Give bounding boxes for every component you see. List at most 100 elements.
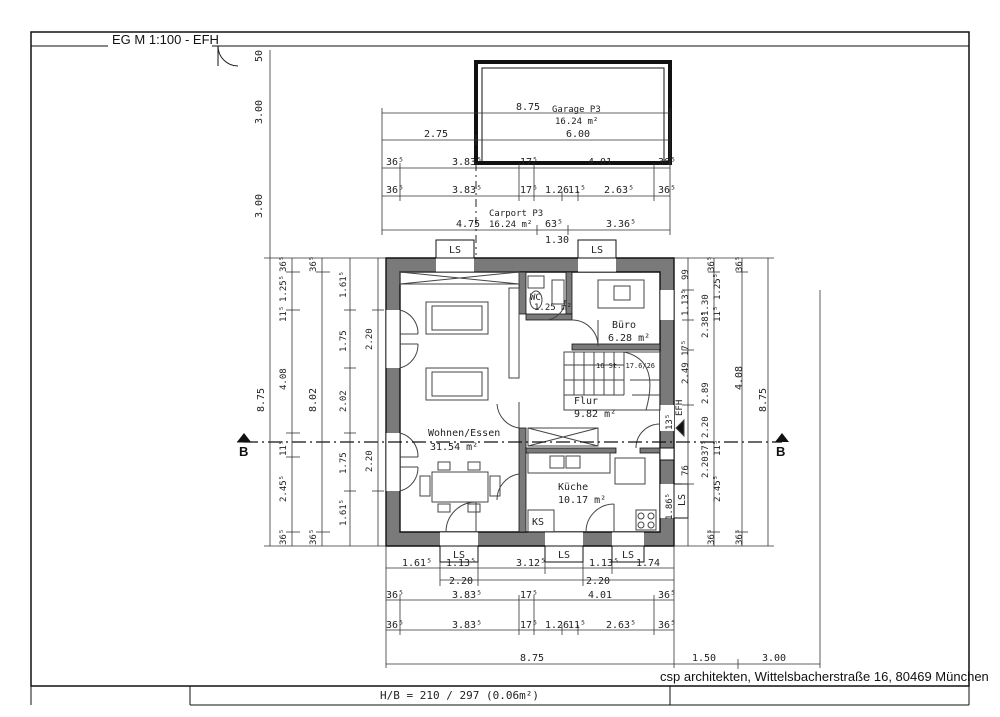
dim-bottom4-b: 3.83⁵ — [452, 620, 482, 631]
wohnen-area: 31.54 m² — [430, 442, 478, 453]
dim-left-c1-b: 1.25⁵ — [279, 275, 289, 302]
dim-right-c4-c: 2.89 — [701, 382, 711, 404]
ls-label-bottom-mid: LS — [558, 550, 570, 561]
dim-left-c3-c: 2.02 — [339, 390, 349, 412]
kueche-name: Küche — [558, 482, 588, 493]
dim-right-c2-a: 36⁵ — [707, 256, 717, 272]
ls-label-bottom-right: LS — [622, 550, 634, 561]
ls-label-bottom-left: LS — [453, 550, 465, 561]
efh-label: EFH — [675, 400, 685, 416]
dim-right-c3-a: 99 — [681, 269, 691, 280]
dim-right-c3-d: 2.49 — [681, 362, 691, 384]
dim-left-c3-b: 1.75 — [339, 330, 349, 352]
dim-right-c4-a: 1.30 — [701, 294, 711, 316]
dim-left-c1-e: 11⁵ — [279, 440, 289, 456]
dim-bottom4-a: 36⁵ — [386, 620, 404, 631]
garage-area: 16.24 m² — [555, 117, 598, 127]
wohnen-name: Wohnen/Essen — [428, 428, 500, 439]
dim-left-c4-a: 2.20 — [365, 328, 375, 350]
dim-bottom3-c: 17⁵ — [520, 590, 538, 601]
dim-bottom3-e: 36⁵ — [658, 590, 676, 601]
dim-right-c1-c: 11⁵ — [713, 306, 723, 322]
dim-left-c1-a: 36⁵ — [279, 256, 289, 272]
ls-boxes: LS LS LS LS LS LS — [435, 239, 689, 563]
dim-top1-a: 36⁵ — [386, 157, 404, 168]
dim-top2-f: 2.63⁵ — [604, 185, 634, 196]
sheet-format: H/B = 210 / 297 (0.06m²) — [380, 689, 539, 702]
dim-right-c3-g: 1.86⁵ — [665, 493, 675, 520]
dim-left-c1-f: 2.45⁵ — [279, 475, 289, 502]
dim-bottom4-c: 17⁵ — [520, 620, 538, 631]
dim-right-c5-a: 13⁵ — [665, 414, 675, 430]
dim-left-c2-a: 36⁵ — [309, 256, 319, 272]
dim-bottom2-a: 2.20 — [449, 576, 473, 587]
dim-bottom1-b: 1.13⁵ — [446, 558, 476, 569]
dim-carport-c: 3.36⁵ — [606, 219, 636, 230]
dim-left-c2-b: 36⁵ — [309, 529, 319, 545]
dim-bottom1-e: 1.74 — [636, 558, 660, 569]
dim-bottom-extra1: 1.50 — [692, 653, 716, 664]
dim-left-inner: 8.02 — [308, 388, 319, 412]
dim-bottom-extra2: 3.00 — [762, 653, 786, 664]
section-b-right: B — [776, 444, 785, 459]
dim-bottom1-c: 3.12⁵ — [516, 558, 546, 569]
dim-right-c3-b: 1.13⁵ — [681, 289, 691, 316]
dim-carport-a: 4.75 — [456, 219, 480, 230]
dim-right-c1-f: 2.45⁵ — [713, 475, 723, 502]
ls-label-top-left: LS — [449, 245, 461, 256]
dim-right-c4-f: 2.20 — [701, 456, 711, 478]
dim-top1-c: 17⁵ — [520, 157, 538, 168]
dim-left-top: 50 — [254, 50, 265, 62]
dim-top2-e: 11⁵ — [568, 185, 586, 196]
garage-name: Garage P3 — [552, 105, 601, 115]
dim-right-c1-e: 11⁵ — [713, 440, 723, 456]
office-credit: csp architekten, Wittelsbacherstraße 16,… — [660, 669, 989, 684]
bottom-dimensions: 1.61⁵ 1.13⁵ 3.12⁵ 1.13⁵ 1.74 2.20 2.20 3… — [385, 546, 820, 669]
dim-top2-g: 36⁵ — [658, 185, 676, 196]
section-b-left: B — [239, 444, 248, 459]
dim-bottom4-g: 36⁵ — [658, 620, 676, 631]
dim-left-c1-d: 4.08 — [279, 368, 289, 390]
flur-name: Flur — [574, 396, 598, 407]
dim-left-c3-e: 1.61⁵ — [339, 499, 349, 526]
dim-bottom4-f: 2.63⁵ — [606, 620, 636, 631]
ls-label-right: LS — [677, 494, 688, 506]
carport-area: 16.24 m² — [489, 220, 532, 230]
dim-carport-b: 63⁵ — [545, 219, 563, 230]
section-line-b: B B — [237, 433, 789, 459]
dim-right-c1-g: 36⁵ — [735, 529, 745, 545]
dim-left-c3-a: 1.61⁵ — [339, 271, 349, 298]
dim-left-carport: 3.00 — [254, 194, 265, 218]
wc-name: WC — [530, 293, 541, 303]
dim-left-total: 8.75 — [256, 388, 267, 412]
dim-top1-d: 4.01 — [588, 157, 612, 168]
dim-left-c3-d: 1.75 — [339, 452, 349, 474]
dim-bottom3-d: 4.01 — [588, 590, 612, 601]
dim-top2-b: 3.83⁵ — [452, 185, 482, 196]
dim-left-c1-g: 36⁵ — [279, 529, 289, 545]
dim-right-c4-e: 37⁵ — [701, 440, 711, 456]
dim-bottom1-d: 1.13⁵ — [589, 558, 619, 569]
dim-top1-b: 3.83⁵ — [452, 157, 482, 168]
dim-right-total: 8.75 — [758, 388, 769, 412]
left-dimensions: 8.75 36⁵ 1.25⁵ 11⁵ 4.08 11⁵ 2.45⁵ 36⁵ 36… — [256, 256, 386, 547]
ls-label-top-right: LS — [591, 245, 603, 256]
buero-area: 6.28 m² — [608, 333, 650, 344]
dim-garage-b: 6.00 — [566, 129, 590, 140]
dim-bottom1-a: 1.61⁵ — [402, 558, 432, 569]
dim-top1-e: 36⁵ — [658, 157, 676, 168]
dim-carport-gap: 1.30 — [545, 235, 569, 246]
dim-top2-d: 1.26 — [545, 185, 569, 196]
dim-bottom-total: 8.75 — [520, 653, 544, 664]
dim-top2-a: 36⁵ — [386, 185, 404, 196]
dim-bottom3-b: 3.83⁵ — [452, 590, 482, 601]
kueche-area: 10.17 m² — [558, 495, 606, 506]
dim-bottom3-a: 36⁵ — [386, 590, 404, 601]
dim-left-c1-c: 11⁵ — [279, 306, 289, 322]
dim-right-c4-b: 2.38⁵ — [701, 311, 711, 338]
dim-garage-total: 8.75 — [516, 102, 540, 113]
dim-left-garage: 3.00 — [254, 100, 265, 124]
dim-right-c3-c: 17⁵ — [681, 340, 691, 356]
dim-top2-c: 17⁵ — [520, 185, 538, 196]
